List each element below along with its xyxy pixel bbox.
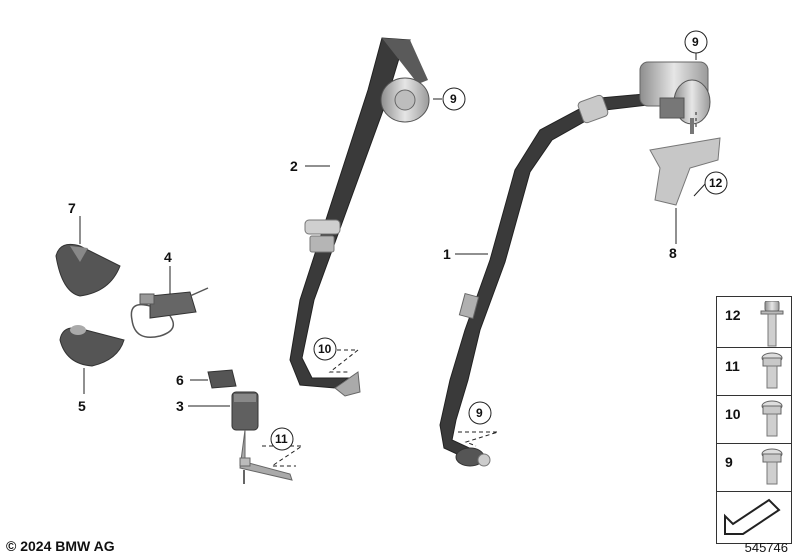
callout-2: 2 bbox=[290, 158, 298, 174]
callout-10: 10 bbox=[318, 342, 332, 356]
leader-lines bbox=[79, 52, 707, 467]
legend-label-10: 10 bbox=[725, 406, 741, 422]
bracket-part-8 bbox=[690, 118, 694, 134]
callout-12: 12 bbox=[709, 176, 723, 190]
fastener-legend: 12 11 10 9 bbox=[716, 296, 792, 544]
callout-1: 1 bbox=[443, 246, 451, 262]
callout-6: 6 bbox=[176, 372, 184, 388]
cover-part-5 bbox=[59, 325, 125, 367]
legend-label-12: 12 bbox=[725, 307, 741, 323]
legend-item-12: 12 bbox=[716, 296, 792, 348]
callout-4: 4 bbox=[164, 249, 172, 265]
legend-item-10: 10 bbox=[716, 396, 792, 444]
copyright-text: © 2024 BMW AG bbox=[6, 538, 115, 554]
legend-arrow-cell bbox=[716, 492, 792, 544]
callout-9-top: 9 bbox=[692, 35, 699, 49]
buckle-cable-part-4 bbox=[130, 287, 209, 338]
legend-item-9: 9 bbox=[716, 444, 792, 492]
callout-5: 5 bbox=[78, 398, 86, 414]
arrow-icon bbox=[724, 498, 781, 535]
callout-3: 3 bbox=[176, 398, 184, 414]
callout-9-retractor: 9 bbox=[450, 92, 457, 106]
bolt-icon bbox=[760, 301, 784, 347]
torx-screw-icon bbox=[761, 400, 783, 437]
callout-8: 8 bbox=[669, 245, 677, 261]
legend-label-9: 9 bbox=[725, 454, 733, 470]
cover-part-7 bbox=[55, 243, 121, 297]
belt-strap-part-1 bbox=[439, 61, 721, 467]
torx-screw-icon bbox=[761, 448, 783, 485]
cover-part-6 bbox=[207, 369, 237, 389]
legend-item-11: 11 bbox=[716, 348, 792, 396]
callout-9-lower: 9 bbox=[476, 406, 483, 420]
belt-strap-part-2 bbox=[289, 37, 430, 397]
diagram-number: 545746 bbox=[744, 540, 788, 555]
callouts: 2 1 3 4 5 6 7 8 9 9 9 10 11 12 bbox=[68, 30, 728, 451]
legend-label-11: 11 bbox=[725, 358, 740, 374]
buckle-part-3 bbox=[231, 391, 293, 484]
callout-11: 11 bbox=[275, 432, 288, 446]
callout-7: 7 bbox=[68, 200, 76, 216]
torx-screw-icon bbox=[761, 352, 783, 389]
